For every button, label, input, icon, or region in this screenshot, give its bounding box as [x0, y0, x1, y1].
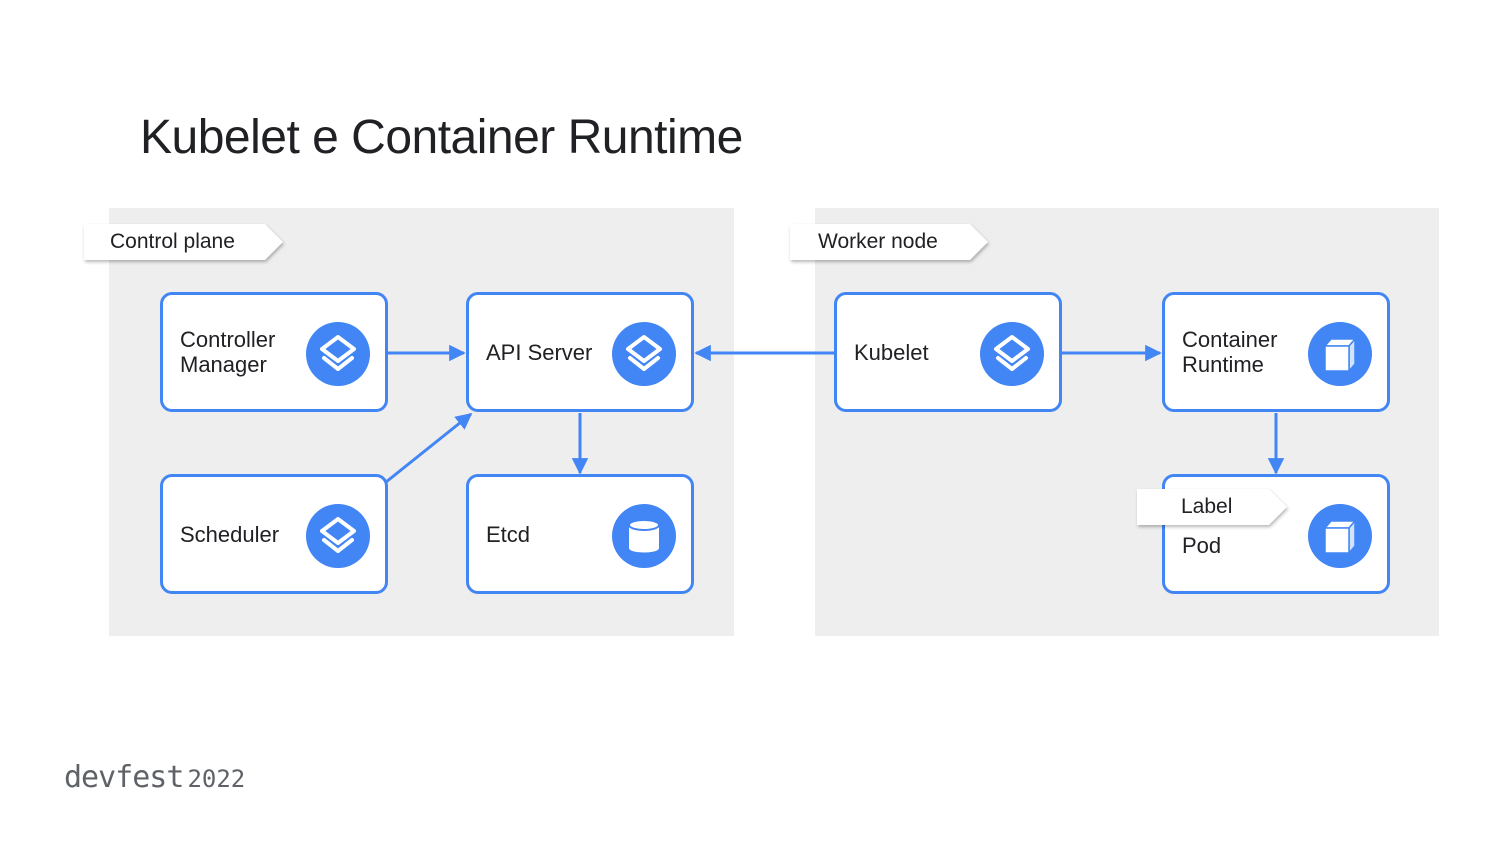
scheduler-node: Scheduler: [160, 474, 388, 594]
controller-manager-node: Controller Manager: [160, 292, 388, 412]
layers-icon: [612, 322, 676, 386]
cube-icon: [1308, 322, 1372, 386]
pod-label: Pod: [1182, 532, 1222, 558]
etcd-label: Etcd: [486, 521, 531, 547]
kubelet-node: Kubelet: [834, 292, 1062, 412]
etcd-node: Etcd: [466, 474, 694, 594]
arrow-scheduler-to-api: [385, 412, 473, 484]
control-plane-tag: Control plane: [84, 224, 283, 260]
page-title: Kubelet e Container Runtime: [140, 111, 743, 164]
logo-year: 2022: [187, 765, 246, 793]
layers-icon: [306, 504, 370, 568]
cube-icon: [1308, 504, 1372, 568]
layers-icon: [306, 322, 370, 386]
pod-label-tag-text: Label: [1137, 489, 1287, 525]
database-icon: [612, 504, 676, 568]
control-plane-tag-label: Control plane: [84, 224, 283, 260]
layers-icon: [980, 322, 1044, 386]
worker-node-tag: Worker node: [790, 224, 988, 260]
pod-label-tag: Label: [1137, 489, 1287, 525]
container-runtime-node: Container Runtime: [1162, 292, 1390, 412]
kubelet-label: Kubelet: [854, 339, 929, 365]
scheduler-label: Scheduler: [180, 521, 280, 547]
worker-node-tag-label: Worker node: [790, 224, 988, 260]
container-runtime-label: Container Runtime: [1182, 327, 1278, 377]
logo-brand: devfest: [64, 760, 184, 795]
controller-manager-label: Controller Manager: [180, 327, 276, 377]
api-server-node: API Server: [466, 292, 694, 412]
api-server-label: API Server: [486, 339, 593, 365]
